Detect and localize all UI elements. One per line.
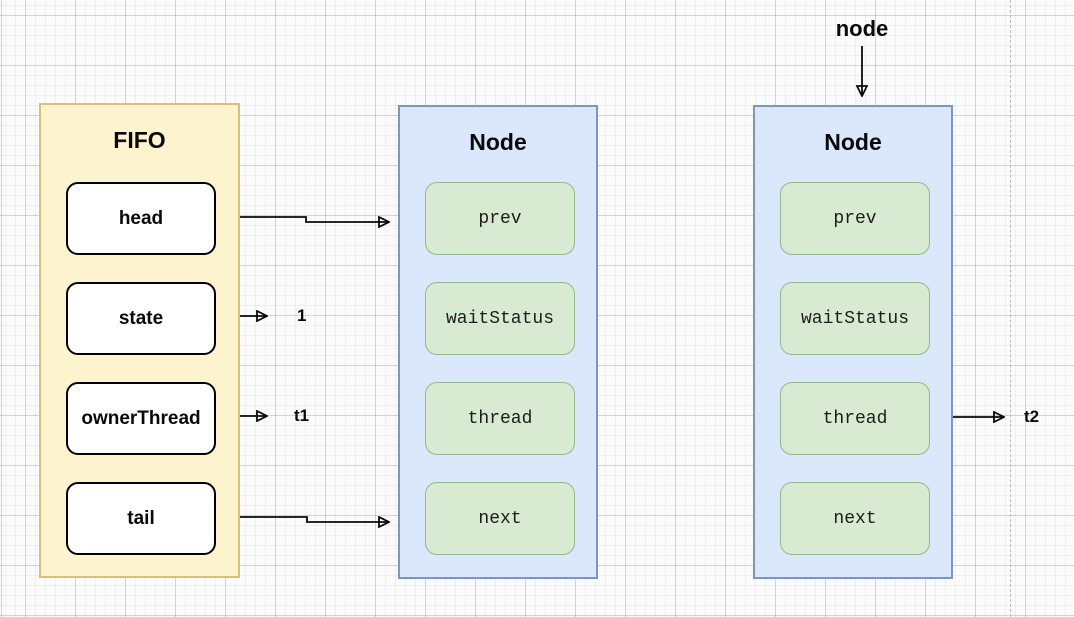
node1-field-next: next (425, 482, 575, 555)
fifo-field-state: state (66, 282, 216, 355)
fifo-field-state-label: state (118, 307, 164, 329)
page-boundary-dashed-line (1010, 0, 1011, 617)
node2-field-thread: thread (780, 382, 930, 455)
node1-field-thread-label: thread (467, 408, 533, 429)
fifo-field-head: head (66, 182, 216, 255)
owner-thread-value-label: t1 (294, 406, 310, 425)
fifo-field-head-label: head (118, 207, 164, 229)
node1-field-prev-label: prev (478, 208, 522, 229)
node1-field-next-label: next (478, 508, 522, 529)
node1-container: Node prev waitStatus thread next (398, 105, 598, 579)
node2-field-thread-label: thread (822, 408, 888, 429)
node1-field-waitstatus: waitStatus (425, 282, 575, 355)
node-pointer-label: node (835, 16, 889, 41)
node1-field-prev: prev (425, 182, 575, 255)
state-value-label: 1 (297, 306, 307, 325)
node2-container: Node prev waitStatus thread next (753, 105, 953, 579)
node2-field-waitstatus: waitStatus (780, 282, 930, 355)
node1-field-waitstatus-label: waitStatus (445, 308, 555, 329)
fifo-title: FIFO (113, 127, 166, 153)
arrow-tail-to-next (216, 517, 388, 522)
node2-field-prev: prev (780, 182, 930, 255)
thread2-value-label: t2 (1024, 407, 1040, 426)
node2-title: Node (824, 129, 882, 155)
arrow-head-to-prev (216, 217, 388, 222)
fifo-field-tail-label: tail (127, 507, 155, 529)
node2-field-prev-label: prev (833, 208, 877, 229)
fifo-field-tail: tail (66, 482, 216, 555)
fifo-field-ownerthread-label: ownerThread (81, 407, 201, 429)
node2-field-next: next (780, 482, 930, 555)
node2-field-waitstatus-label: waitStatus (800, 308, 910, 329)
node2-field-next-label: next (833, 508, 877, 529)
fifo-container: FIFO head state ownerThread tail (39, 103, 240, 578)
fifo-field-ownerthread: ownerThread (66, 382, 216, 455)
node1-field-thread: thread (425, 382, 575, 455)
node1-title: Node (469, 129, 527, 155)
